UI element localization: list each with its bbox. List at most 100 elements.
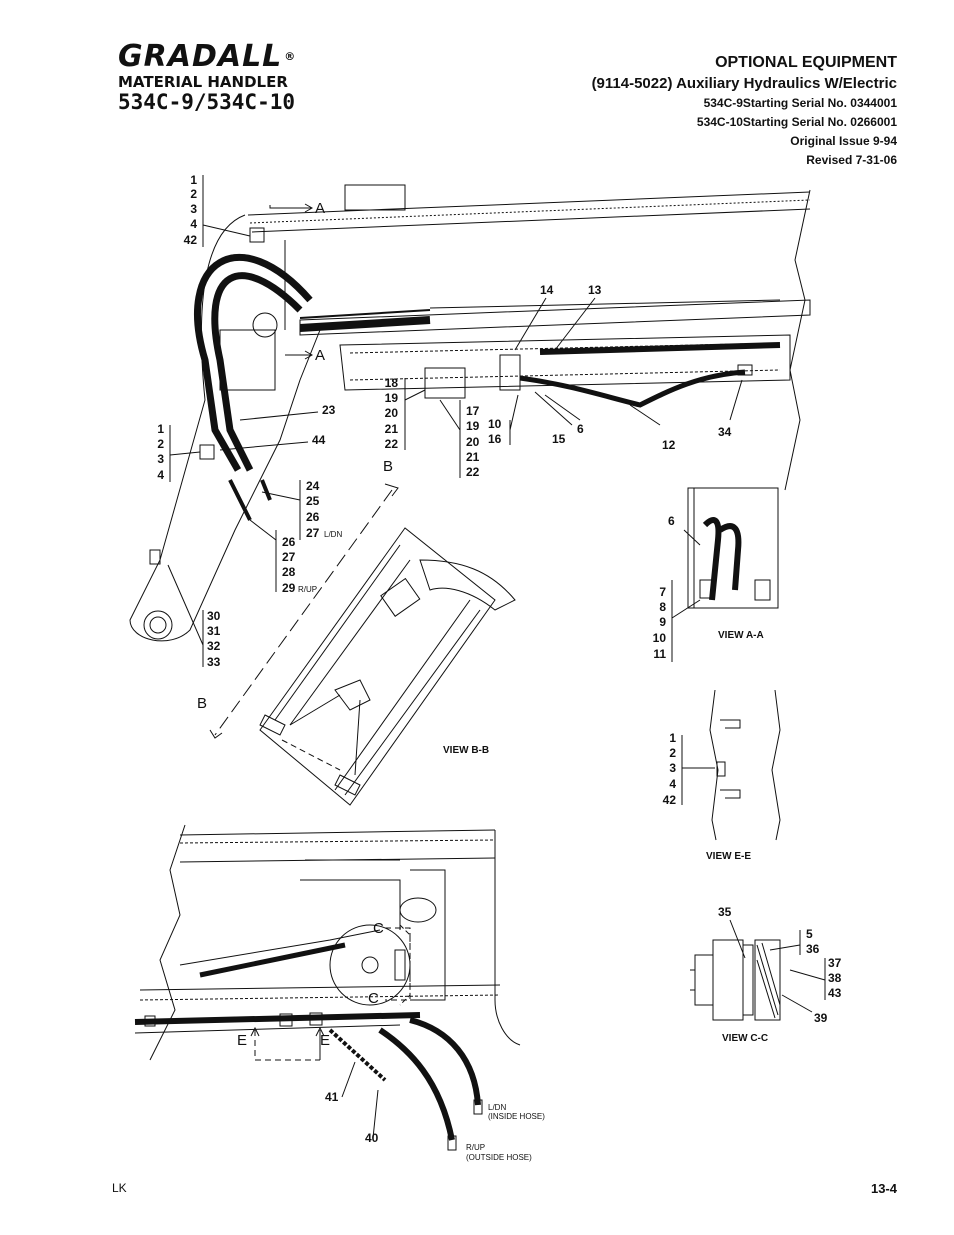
svg-text:19: 19: [385, 391, 399, 405]
upper-leaders: [167, 175, 743, 667]
svg-text:12: 12: [662, 438, 676, 452]
svg-text:26: 26: [306, 510, 320, 524]
svg-text:C: C: [373, 920, 384, 937]
svg-text:32: 32: [207, 639, 221, 653]
svg-text:14: 14: [540, 283, 554, 297]
callout-group-8: 30 31 32 33: [207, 609, 221, 669]
svg-text:E: E: [237, 1032, 247, 1049]
svg-text:(OUTSIDE HOSE): (OUTSIDE HOSE): [466, 1153, 532, 1162]
view-titles: VIEW A-A VIEW B-B VIEW E-E VIEW C-C: [443, 630, 768, 1044]
svg-text:11: 11: [653, 647, 666, 661]
view-ee-drawing: [681, 689, 781, 841]
svg-text:2: 2: [190, 187, 197, 201]
svg-text:44: 44: [312, 433, 326, 447]
view-bb-drawing: [259, 527, 516, 806]
revised-date: Revised 7-31-06: [806, 153, 897, 167]
svg-text:34: 34: [718, 425, 732, 439]
svg-text:41: 41: [325, 1090, 339, 1104]
svg-text:6: 6: [668, 514, 675, 528]
callout-group-7: 26 27 28 29 R/UP: [282, 535, 317, 595]
section-letters: A A B B C C E E: [197, 200, 393, 1049]
svg-text:22: 22: [466, 465, 480, 479]
svg-text:26: 26: [282, 535, 296, 549]
callout-group-10: 1 2 3 4 42: [663, 731, 677, 807]
footer-initials: LK: [112, 1181, 127, 1195]
svg-text:21: 21: [466, 450, 480, 464]
svg-text:B: B: [383, 458, 393, 475]
svg-text:4: 4: [669, 777, 676, 791]
svg-text:VIEW B-B: VIEW B-B: [443, 745, 489, 756]
svg-text:7: 7: [659, 585, 666, 599]
callout-group-6: 24 25 26 27 L/DN: [306, 479, 342, 540]
svg-text:21: 21: [385, 422, 399, 436]
callout-group-1: 1 2 3 4 42: [184, 173, 198, 247]
svg-text:38: 38: [828, 971, 842, 985]
svg-text:23: 23: [322, 403, 336, 417]
svg-text:40: 40: [365, 1131, 379, 1145]
hose-notes: L/DN (INSIDE HOSE) R/UP (OUTSIDE HOSE): [466, 1103, 545, 1162]
svg-text:2: 2: [669, 746, 676, 760]
svg-text:20: 20: [466, 435, 480, 449]
serial-534c10: 534C-10Starting Serial No. 0266001: [696, 115, 897, 129]
section-title: OPTIONAL EQUIPMENT: [715, 54, 897, 71]
svg-text:3: 3: [157, 452, 164, 466]
svg-text:30: 30: [207, 609, 221, 623]
callout-group-2: 1 2 3 4: [157, 422, 164, 482]
page-header: OPTIONAL EQUIPMENT (9114-5022) Auxiliary…: [592, 52, 897, 170]
logo-subtitle: MATERIAL HANDLER: [118, 73, 288, 91]
svg-text:C: C: [368, 990, 379, 1007]
view-aa-drawing: [671, 487, 779, 662]
callout-group-3: 18 19 20 21 22: [385, 376, 399, 451]
svg-text:VIEW C-C: VIEW C-C: [722, 1033, 768, 1044]
svg-text:5: 5: [806, 927, 813, 941]
svg-text:8: 8: [659, 600, 666, 614]
svg-text:37: 37: [828, 956, 842, 970]
svg-text:E: E: [320, 1032, 330, 1049]
svg-text:L/DN: L/DN: [488, 1103, 506, 1112]
svg-text:9: 9: [659, 615, 666, 629]
callout-group-11: 5 36: [806, 927, 820, 956]
svg-text:33: 33: [207, 655, 221, 669]
svg-text:13: 13: [588, 283, 602, 297]
svg-text:VIEW E-E: VIEW E-E: [706, 851, 751, 862]
callout-group-5: 10 16: [488, 417, 502, 446]
svg-text:29: 29: [282, 581, 296, 595]
svg-text:27: 27: [306, 526, 320, 540]
svg-text:R/UP: R/UP: [466, 1143, 485, 1152]
svg-text:31: 31: [207, 624, 221, 638]
svg-text:25: 25: [306, 494, 320, 508]
svg-text:36: 36: [806, 942, 820, 956]
svg-text:16: 16: [488, 432, 502, 446]
section-arrows: [209, 203, 399, 739]
svg-text:24: 24: [306, 479, 320, 493]
svg-text:15: 15: [552, 432, 566, 446]
svg-text:3: 3: [669, 761, 676, 775]
svg-text:1: 1: [190, 173, 197, 187]
svg-text:B: B: [197, 695, 207, 712]
svg-text:10: 10: [488, 417, 502, 431]
svg-text:27: 27: [282, 550, 296, 564]
gradall-logo: GRADALL® MATERIAL HANDLER 534C-9/534C-10: [118, 42, 296, 115]
svg-text:42: 42: [184, 233, 198, 247]
callout-group-9: 7 8 9 10 11: [653, 585, 667, 661]
svg-text:2: 2: [157, 437, 164, 451]
svg-text:A: A: [315, 200, 325, 217]
page-number: 13-4: [870, 1181, 897, 1196]
svg-text:4: 4: [190, 217, 197, 231]
callout-group-12: 37 38 43: [828, 956, 842, 1000]
svg-text:17: 17: [466, 404, 480, 418]
svg-text:28: 28: [282, 565, 296, 579]
svg-text:1: 1: [669, 731, 676, 745]
svg-text:(INSIDE HOSE): (INSIDE HOSE): [488, 1112, 545, 1121]
callout-singles: 14 13 23 44 15 6 12 34 6 35 39 41 40: [312, 283, 828, 1145]
svg-text:R/UP: R/UP: [298, 585, 317, 594]
svg-text:39: 39: [814, 1011, 828, 1025]
svg-text:VIEW A-A: VIEW A-A: [718, 630, 764, 641]
svg-text:18: 18: [385, 376, 399, 390]
callout-group-4: 17 19 20 21 22: [466, 404, 480, 479]
view-cc-drawing: [690, 919, 826, 1021]
logo-model: 534C-9/534C-10: [118, 90, 296, 114]
svg-text:1: 1: [157, 422, 164, 436]
lower-boom-drawing: [134, 824, 521, 1151]
serial-534c9: 534C-9Starting Serial No. 0344001: [703, 96, 897, 110]
